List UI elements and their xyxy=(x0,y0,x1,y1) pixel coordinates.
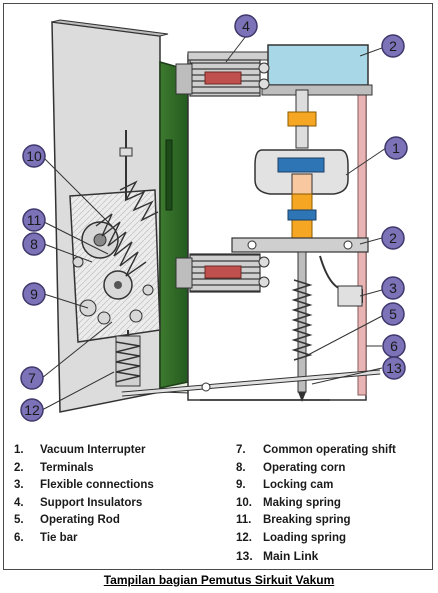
legend-item: 2. Terminals xyxy=(14,460,154,478)
callout-11-label: 11 xyxy=(27,212,42,228)
callout-9: 9 xyxy=(22,282,46,306)
callout-7: 7 xyxy=(20,366,44,390)
legend-item: 13. Main Link xyxy=(236,548,396,566)
legend-label: Tie bar xyxy=(40,531,78,544)
callout-2-top-label: 2 xyxy=(389,38,397,54)
callout-5: 5 xyxy=(381,302,405,326)
upper-terminal xyxy=(267,44,369,86)
callout-8-label: 8 xyxy=(30,236,38,252)
legend-num: 7. xyxy=(236,444,246,456)
legend-label: Main Link xyxy=(263,548,319,563)
legend-label: Locking cam xyxy=(263,479,334,492)
legend-label: Vacuum Interrupter xyxy=(40,444,146,456)
vacuum-interrupter-top-contact xyxy=(287,111,317,127)
legend-label: Breaking spring xyxy=(263,514,351,527)
legend-num: 13. xyxy=(236,548,253,563)
vacuum-breaker-diagram: 4 2 1 2 3 5 6 13 10 11 8 9 7 12 xyxy=(20,14,408,422)
callout-3-label: 3 xyxy=(389,280,397,296)
legend-label: Operating Rod xyxy=(40,514,120,527)
legend-num: 2. xyxy=(14,461,24,474)
callout-2-bottom-label: 2 xyxy=(389,230,397,246)
callout-4: 4 xyxy=(234,14,258,38)
callout-10: 10 xyxy=(22,144,46,168)
callout-8: 8 xyxy=(22,232,46,256)
callout-2-bottom: 2 xyxy=(381,226,405,250)
callout-12-label: 12 xyxy=(24,402,40,418)
loading-spring xyxy=(115,335,141,387)
legend-label: Loading spring xyxy=(263,531,347,544)
callout-7-label: 7 xyxy=(28,370,36,386)
legend-item: 12. Loading spring xyxy=(236,530,396,548)
legend-left: 1. Vacuum Interrupter 2. Terminals 3. Flexi… xyxy=(14,442,154,548)
legend-label: Flexible connections xyxy=(40,479,154,492)
figure-caption: Tampilan bagian Pemutus Sirkuit Vakum xyxy=(103,573,335,587)
legend-label: Common operating shift xyxy=(263,444,396,456)
callout-6: 6 xyxy=(382,334,406,358)
green-insulating-panel xyxy=(159,61,189,389)
legend-item: 6. Tie bar xyxy=(14,530,154,548)
callout-11: 11 xyxy=(22,208,46,232)
legend-num: 11. xyxy=(236,514,252,527)
legend-label: Support Insulators xyxy=(40,496,143,509)
making-spring xyxy=(119,180,159,222)
callout-13: 13 xyxy=(382,356,406,380)
callout-1: 1 xyxy=(384,136,408,160)
callout-5-label: 5 xyxy=(389,306,397,322)
legend-item: 7. Common operating shift xyxy=(236,442,396,460)
callout-9-label: 9 xyxy=(30,286,38,302)
legend-num: 9. xyxy=(236,479,246,492)
legend-num: 10. xyxy=(236,496,252,509)
legend-num: 1. xyxy=(14,444,24,456)
legend-item: 10. Making spring xyxy=(236,495,396,513)
callout-4-label: 4 xyxy=(242,18,250,34)
legend-item: 3. Flexible connections xyxy=(14,477,154,495)
breaking-spring xyxy=(95,213,147,277)
legend-item: 8. Operating corn xyxy=(236,460,396,478)
legend-item: 5. Operating Rod xyxy=(14,512,154,530)
breaker-frame xyxy=(187,54,367,401)
legend-label: Making spring xyxy=(263,496,341,509)
callout-3: 3 xyxy=(381,276,405,300)
legend-num: 3. xyxy=(14,479,24,492)
callout-13-label: 13 xyxy=(386,360,402,376)
legend-item: 11. Breaking spring xyxy=(236,512,396,530)
legend-item: 1. Vacuum Interrupter xyxy=(14,442,154,460)
callout-10-label: 10 xyxy=(26,148,42,164)
legend-num: 12. xyxy=(236,531,252,544)
legend-num: 4. xyxy=(14,496,24,509)
callout-6-label: 6 xyxy=(390,338,398,354)
legend-num: 5. xyxy=(14,514,24,527)
legend-num: 8. xyxy=(236,461,246,474)
callout-2-top: 2 xyxy=(381,34,405,58)
legend-item: 4. Support Insulators xyxy=(14,495,154,513)
legend-num: 6. xyxy=(14,531,24,544)
legend-label: Operating corn xyxy=(263,461,346,474)
legend-item: 9. Locking cam xyxy=(236,477,396,495)
callout-1-label: 1 xyxy=(392,140,400,156)
legend-label: Terminals xyxy=(40,461,94,474)
legend-right: 7. Common operating shift 8. Operating cor… xyxy=(236,442,396,565)
contact-spring xyxy=(291,279,313,361)
callout-12: 12 xyxy=(20,398,44,422)
